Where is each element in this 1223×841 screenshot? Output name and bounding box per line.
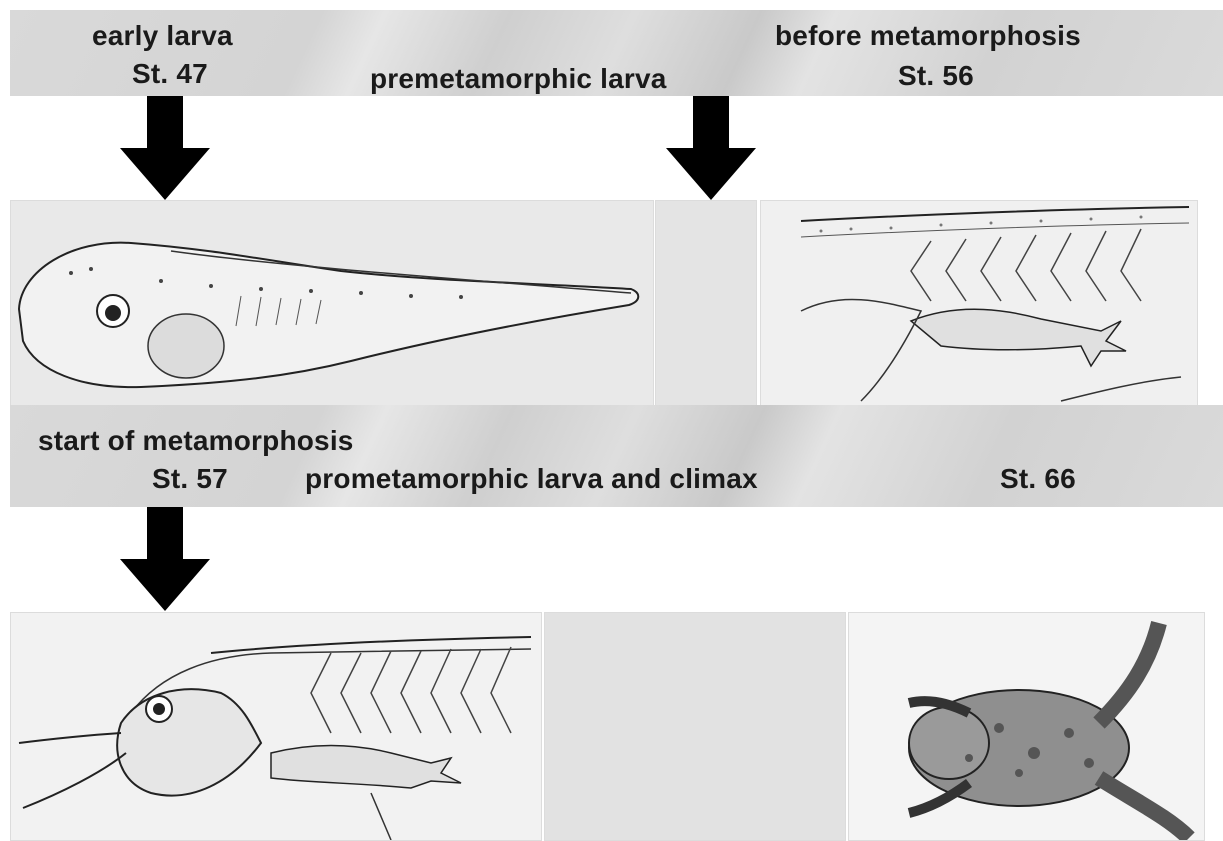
- down-arrow-icon: [118, 507, 212, 611]
- label-premetamorphic-larva: premetamorphic larva: [370, 63, 667, 95]
- metamorphic-larva-illustration: [11, 613, 541, 840]
- tadpole-st47-panel: [10, 200, 654, 407]
- label-st57: St. 57: [152, 463, 228, 495]
- label-before-metamorphosis: before metamorphosis: [775, 20, 1081, 52]
- froglet-st66-panel: [848, 612, 1205, 841]
- blank-panel: [655, 200, 757, 407]
- larva-st57-panel: [10, 612, 542, 841]
- tadpole-illustration: [11, 201, 653, 406]
- label-st56: St. 56: [898, 60, 974, 92]
- down-arrow-icon: [664, 96, 758, 200]
- label-prometamorphic-larva-and-climax: prometamorphic larva and climax: [305, 463, 758, 495]
- hindlimb-st56-panel: [760, 200, 1198, 407]
- down-arrow-icon: [118, 96, 212, 200]
- label-st66: St. 66: [1000, 463, 1076, 495]
- label-early-larva: early larva: [92, 20, 233, 52]
- froglet-illustration: [849, 613, 1204, 840]
- blank-panel: [544, 612, 846, 841]
- label-start-of-metamorphosis: start of metamorphosis: [38, 425, 354, 457]
- hindlimb-larva-illustration: [761, 201, 1197, 406]
- label-st47: St. 47: [132, 58, 208, 90]
